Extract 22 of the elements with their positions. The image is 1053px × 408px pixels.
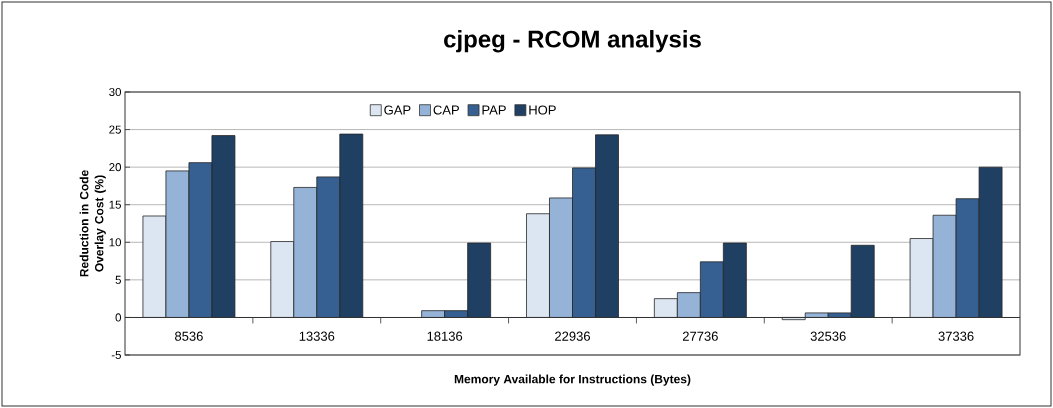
y-tick-label: 5 bbox=[115, 275, 121, 284]
y-tick-label: 30 bbox=[109, 87, 122, 97]
y-tick-label: 25 bbox=[109, 125, 121, 134]
y-tick-label: 0 bbox=[115, 313, 122, 322]
legend-label: HOP bbox=[529, 105, 556, 115]
y-tick-label: 20 bbox=[109, 163, 122, 172]
y-tick-label: 15 bbox=[109, 200, 121, 209]
legend-label: CAP bbox=[433, 105, 459, 115]
x-tick-label: 37336 bbox=[938, 331, 974, 341]
y-axis-title: Reduction in Code Overlay Cost (%) bbox=[79, 170, 106, 277]
y-tick-label: -5 bbox=[111, 350, 121, 360]
chart-title: cjpeg - RCOM analysis bbox=[444, 29, 701, 53]
x-tick-label: 27736 bbox=[682, 331, 718, 341]
y-tick-label: 10 bbox=[109, 238, 122, 247]
x-tick-label: 8536 bbox=[175, 331, 203, 341]
x-tick-label: 13336 bbox=[299, 331, 335, 341]
x-tick-label: 32536 bbox=[810, 331, 846, 341]
x-tick-label: 18136 bbox=[427, 331, 463, 341]
legend-label: PAP bbox=[482, 105, 506, 115]
x-tick-label: 22936 bbox=[555, 331, 590, 341]
legend-label: GAP bbox=[384, 105, 411, 115]
x-axis-title: Memory Available for Instructions (Bytes) bbox=[454, 374, 691, 386]
